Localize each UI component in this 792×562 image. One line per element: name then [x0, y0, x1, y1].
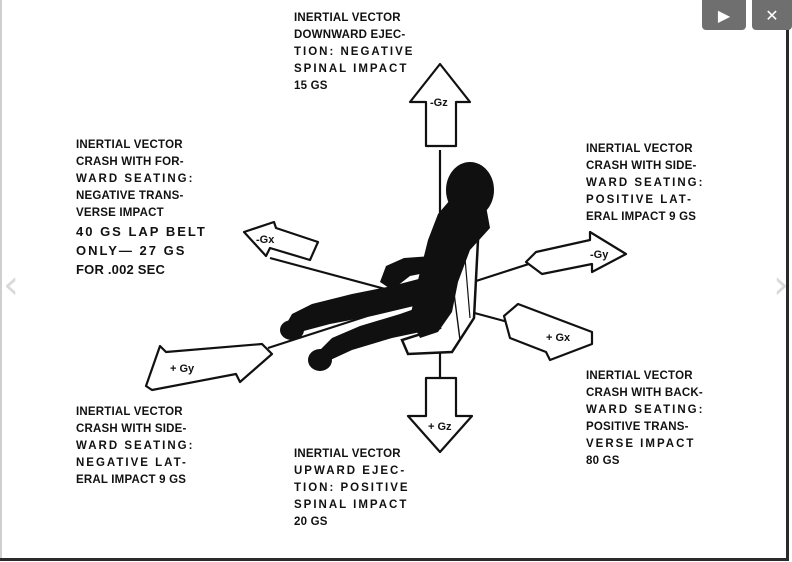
play-icon: ▶: [717, 5, 731, 25]
label-line: WARD SEATING:: [76, 440, 195, 452]
label-line: SPINAL IMPACT: [294, 63, 409, 75]
label-line: NEGATIVE LAT-: [76, 457, 188, 469]
arrow-positive-gz: [406, 376, 474, 454]
label-line: INERTIAL VECTOR: [294, 448, 401, 460]
label-line: DOWNWARD EJEC-: [294, 29, 406, 41]
label-line: INERTIAL VECTOR: [586, 370, 693, 382]
label-line: ERAL IMPACT 9 Gs: [586, 211, 697, 223]
label-line: POSITIVE TRANS-: [586, 421, 689, 433]
label-line: WARD SEATING:: [586, 177, 705, 189]
chevron-left-icon: ‹: [3, 262, 19, 308]
label-forward-seating: INERTIAL VECTOR CRASH WITH FOR- WARD SEA…: [76, 137, 207, 279]
arrow-negative-gz: [408, 62, 472, 148]
arrow-label-positive-gz: + Gz: [428, 421, 452, 433]
arrow-positive-gx: [502, 302, 594, 362]
label-downward-ejection: INERTIAL VECTOR DOWNWARD EJEC- TION: NEG…: [294, 10, 414, 95]
label-line: NEGATIVE TRANS-: [76, 190, 184, 202]
arrow-label-negative-gx: -Gx: [256, 234, 275, 246]
arrow-label-negative-gy: -Gy: [590, 249, 609, 261]
close-button[interactable]: ✕: [752, 0, 792, 30]
label-line: ERAL IMPACT 9 Gs: [76, 474, 187, 486]
label-upward-ejection: INERTIAL VECTOR UPWARD EJEC- TION: POSIT…: [294, 446, 410, 531]
occupant-silhouette: [280, 162, 494, 371]
label-line: ONLY— 27 Gs: [76, 243, 187, 258]
arrows: [144, 62, 628, 454]
label-sideward-positive: INERTIAL VECTOR CRASH WITH SIDE- WARD SE…: [586, 141, 704, 226]
label-line: VERSE IMPACT: [586, 438, 696, 450]
label-line: WARD SEATING:: [586, 404, 705, 416]
next-button[interactable]: ›: [770, 262, 792, 308]
previous-button[interactable]: ‹: [0, 262, 22, 308]
arrow-label-positive-gx: + Gx: [546, 332, 571, 344]
label-line: INERTIAL VECTOR: [76, 139, 183, 151]
label-line: 15 Gs: [294, 80, 328, 92]
label-line: CRASH WITH FOR-: [76, 156, 184, 168]
label-line: SPINAL IMPACT: [294, 499, 409, 511]
chevron-right-icon: ›: [773, 262, 789, 308]
label-sideward-negative: INERTIAL VECTOR CRASH WITH SIDE- WARD SE…: [76, 404, 194, 489]
arrow-negative-gy: [524, 230, 628, 276]
play-button[interactable]: ▶: [702, 0, 746, 30]
arrow-label-positive-gy: + Gy: [170, 363, 195, 375]
label-line: 80 Gs: [586, 455, 620, 467]
label-line: CRASH WITH SIDE-: [586, 160, 697, 172]
close-icon: ✕: [765, 5, 779, 25]
label-line: 40 Gs LAP BELT: [76, 224, 207, 239]
label-line: FOR .002 SEC: [76, 262, 166, 277]
frame-left-edge: [0, 0, 2, 560]
arrow-positive-gy: [144, 342, 274, 392]
label-line: INERTIAL VECTOR: [294, 12, 401, 24]
arrow-label-negative-gz: -Gz: [430, 97, 448, 109]
label-line: TION: POSITIVE: [294, 482, 410, 494]
label-line: WARD SEATING:: [76, 173, 195, 185]
label-line: 20 Gs: [294, 516, 328, 528]
label-line: POSITIVE LAT-: [586, 194, 693, 206]
label-line: UPWARD EJEC-: [294, 465, 407, 477]
label-line: INERTIAL VECTOR: [76, 406, 183, 418]
arrow-labels: -Gz + Gz -Gx + Gx -Gy + Gy: [170, 97, 609, 433]
label-line: VERSE IMPACT: [76, 207, 164, 219]
label-line: CRASH WITH BACK-: [586, 387, 703, 399]
label-line: TION: NEGATIVE: [294, 46, 415, 58]
label-backward-seating: INERTIAL VECTOR CRASH WITH BACK- WARD SE…: [586, 368, 704, 470]
arrow-negative-gx: [242, 220, 320, 262]
label-line: INERTIAL VECTOR: [586, 143, 693, 155]
label-line: CRASH WITH SIDE-: [76, 423, 187, 435]
